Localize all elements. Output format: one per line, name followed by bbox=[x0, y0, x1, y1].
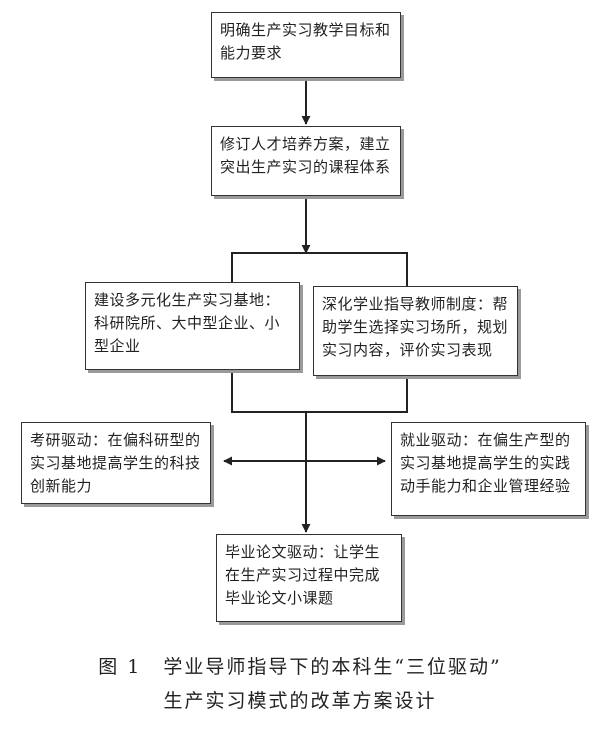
node-thesis: 毕业论文驱动：让学生在生产实习过程中完成毕业论文小课题 bbox=[216, 534, 402, 622]
caption-line1-text: 学业导师指导下的本科生“三位驱动” bbox=[163, 656, 502, 678]
node-research: 考研驱动：在偏科研型的实习基地提高学生的科技创新能力 bbox=[21, 422, 211, 504]
figure-number: 图 1 bbox=[98, 656, 142, 678]
node-revise: 修订人才培养方案，建立突出生产实习的课程体系 bbox=[211, 126, 401, 196]
figure-caption-line2: 生产实习模式的改革方案设计 bbox=[163, 690, 437, 712]
split-connector bbox=[231, 252, 408, 286]
figure-caption-line1: 图 1 学业导师指导下的本科生“三位驱动” bbox=[0, 652, 600, 682]
merge-connector bbox=[231, 370, 408, 413]
node-base: 建设多元化生产实习基地：科研院所、大中型企业、小型企业 bbox=[85, 282, 300, 370]
node-mentor: 深化学业指导教师制度：帮助学生选择实习场所，规划实习内容，评价实习表现 bbox=[313, 286, 518, 376]
node-goal: 明确生产实习教学目标和能力要求 bbox=[211, 12, 401, 78]
node-employment: 就业驱动：在偏生产型的实习基地提高学生的实践动手能力和企业管理经验 bbox=[391, 422, 586, 516]
